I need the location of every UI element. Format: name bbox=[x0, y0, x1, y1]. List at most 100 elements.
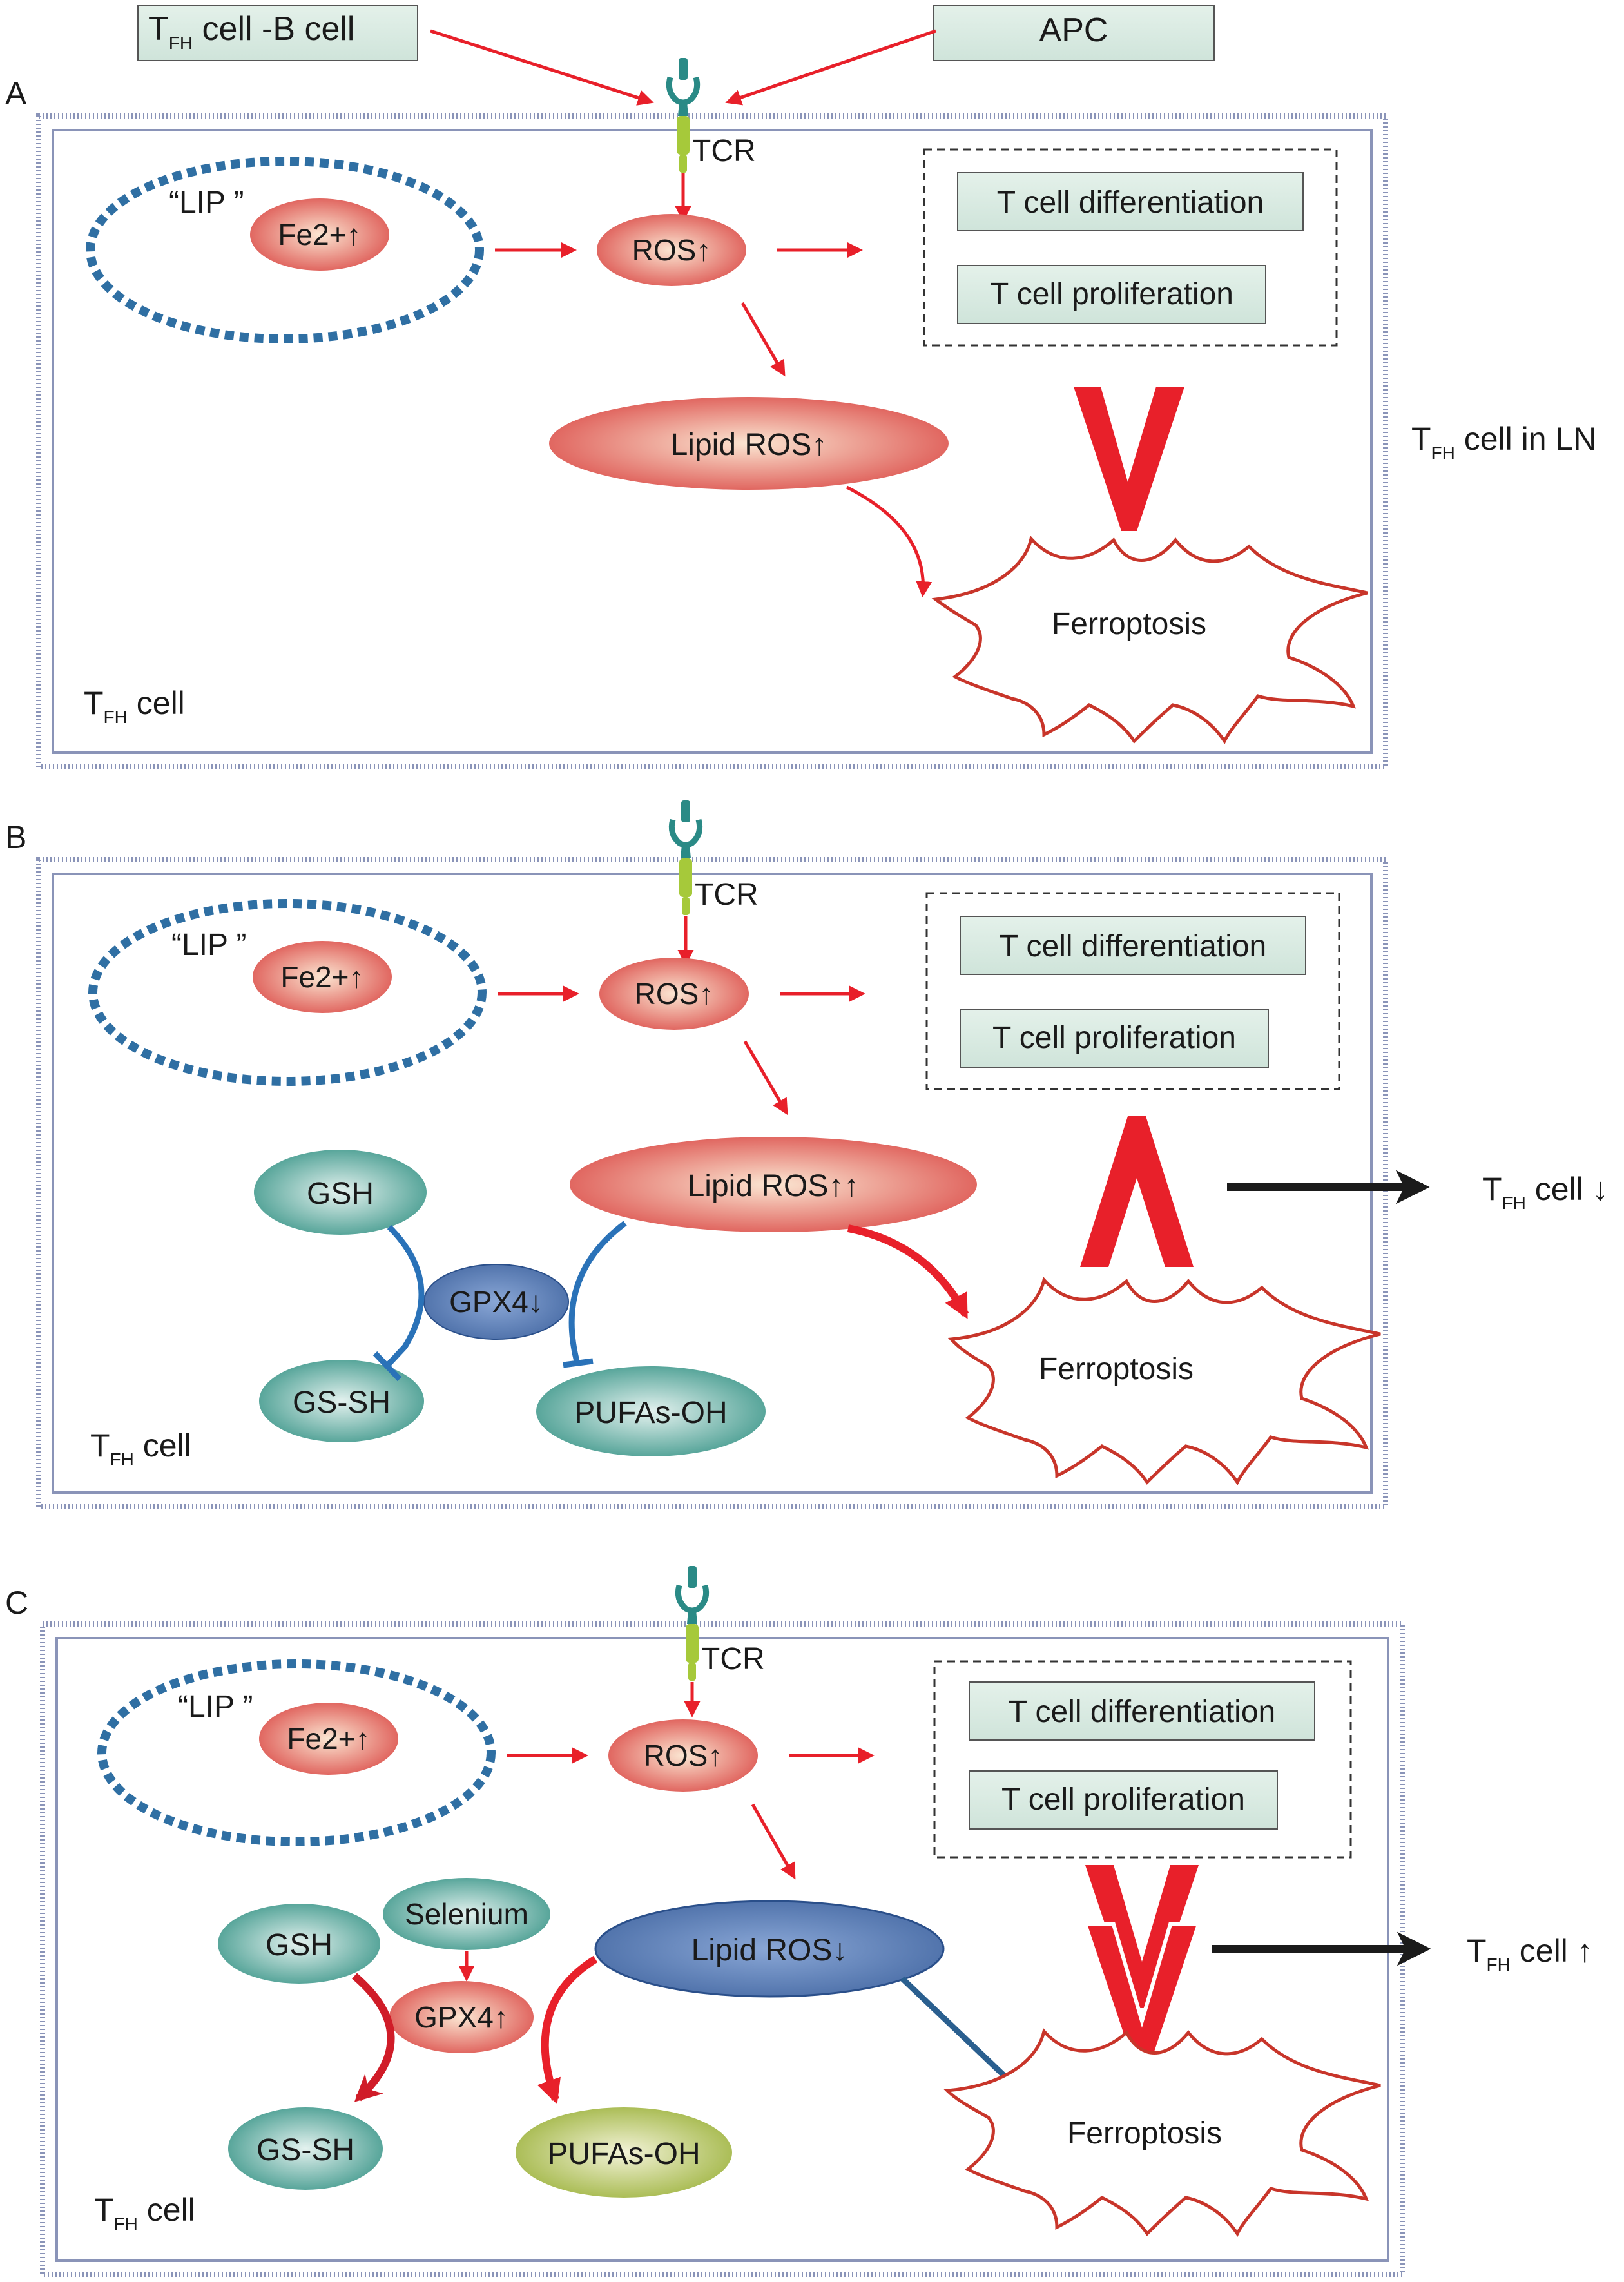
panel-b-ferroptosis-label: Ferroptosis bbox=[1039, 1352, 1194, 1386]
panel-c-letter: C bbox=[5, 1585, 28, 1621]
panel-a-lipid-ros-node bbox=[549, 397, 949, 490]
panel-a-arrow-lipid-ferro bbox=[846, 485, 933, 597]
panel-c-fe-label: Fe2+↑ bbox=[287, 1722, 370, 1755]
panel-a-fe-node bbox=[250, 198, 389, 271]
input-tfh-b-box bbox=[137, 5, 418, 61]
panel-a-tcr-label: TCR bbox=[692, 134, 756, 168]
panel-a-prolif-label: T cell proliferation bbox=[990, 277, 1233, 311]
panel-b-prolif-box bbox=[960, 1009, 1269, 1068]
panel-a-diff-label: T cell differentiation bbox=[997, 186, 1264, 220]
panel-b-cell-label: TFH cell bbox=[90, 1427, 191, 1469]
panel-c-inhibit-lipid-ferro bbox=[900, 1976, 1016, 2087]
panel-b-lipid-ros-node bbox=[570, 1137, 977, 1232]
panel-b-diff-box bbox=[960, 916, 1306, 975]
panel-c-pufa-node bbox=[516, 2107, 732, 2198]
panel-c-cell-label: TFH cell bbox=[94, 2192, 195, 2234]
panel-b-letter: B bbox=[5, 819, 26, 855]
panel-c: C TCR “LIP ” Fe2+↑ ROS↑ T cell different… bbox=[5, 1566, 1593, 2277]
panel-b-lipid-ros-label: Lipid ROS↑↑ bbox=[688, 1169, 860, 1203]
panel-b-gssh-node bbox=[259, 1360, 424, 1442]
panel-a-diff-box bbox=[957, 172, 1304, 231]
panel-a-membrane-outer bbox=[36, 113, 1388, 769]
panel-b-gssh-label: GS-SH bbox=[293, 1386, 391, 1420]
panel-b: B TCR “LIP ” Fe2+↑ ROS↑ T cell different… bbox=[5, 800, 1609, 1509]
panel-b-inhibit-bar-pufa bbox=[563, 1358, 594, 1368]
panel-a-arrow-ros-lipid bbox=[740, 302, 786, 377]
panel-a-fe-label: Fe2+↑ bbox=[278, 218, 361, 251]
panel-c-gpx4-node bbox=[389, 1981, 534, 2053]
panel-b-fe-node bbox=[253, 941, 392, 1013]
panel-a: A TCR “LIP ” Fe2+↑ ROS↑ T cell different… bbox=[5, 58, 1388, 769]
panel-a-lipid-ros-label: Lipid ROS↑ bbox=[671, 428, 827, 462]
panel-b-tcr-label: TCR bbox=[695, 878, 759, 912]
panel-b-lip-label: “LIP ” bbox=[171, 928, 246, 962]
panel-b-gsh-node bbox=[254, 1150, 427, 1235]
panel-c-gssh-node bbox=[228, 2107, 383, 2190]
panel-b-gpx4-label: GPX4↓ bbox=[449, 1285, 543, 1319]
panel-c-fe-node bbox=[259, 1703, 398, 1775]
panel-b-caret-arrow bbox=[1080, 1116, 1194, 1267]
panel-b-gsh-label: GSH bbox=[307, 1177, 374, 1211]
panel-b-inhibit-bar-gssh bbox=[372, 1351, 402, 1382]
panel-a-ferroptosis-burst bbox=[931, 535, 1368, 744]
panel-c-gpx4-label: GPX4↑ bbox=[414, 2000, 508, 2034]
panel-a-v-arrow bbox=[1074, 387, 1184, 531]
panel-c-diff-box bbox=[969, 1681, 1315, 1741]
tfh-cell-in-ln-label: TFH cell in LN bbox=[1411, 421, 1596, 463]
panel-b-pufa-label: PUFAs-OH bbox=[574, 1396, 727, 1430]
panel-a-cell-label: TFH cell bbox=[84, 685, 185, 727]
panel-b-arrow-ros-lipid bbox=[743, 1040, 788, 1116]
input-tfh-b-cell: TFH cell -B cell bbox=[137, 5, 418, 61]
panel-b-inhibit-lipid-pufa bbox=[568, 1221, 627, 1365]
panel-c-gssh-label: GS-SH bbox=[256, 2133, 354, 2167]
panel-b-inhibit-gsh-gssh bbox=[384, 1224, 425, 1369]
panel-c-pufa-label: PUFAs-OH bbox=[547, 2137, 700, 2171]
panel-c-lip-pool bbox=[97, 1659, 496, 1846]
panel-c-lipid-ros-node bbox=[594, 1900, 945, 1998]
panel-c-lip-label: “LIP ” bbox=[178, 1690, 253, 1724]
panel-c-lipid-ros-label: Lipid ROS↓ bbox=[691, 1933, 848, 1968]
panel-b-ferroptosis-burst bbox=[947, 1276, 1381, 1485]
input-apc-label: APC bbox=[1039, 12, 1108, 49]
panel-b-lip-pool bbox=[88, 899, 487, 1086]
panel-b-fe-label: Fe2+↑ bbox=[280, 960, 363, 994]
panel-c-arrow-lipid-pufa bbox=[537, 1955, 598, 2105]
panel-a-lip-pool bbox=[86, 157, 484, 343]
panel-b-arrow-lipid-ferro bbox=[847, 1224, 969, 1319]
arrow-apc-to-tcr bbox=[725, 29, 936, 106]
panel-b-prolif-label: T cell proliferation bbox=[992, 1021, 1236, 1055]
panel-a-letter: A bbox=[5, 75, 27, 111]
panel-c-ros-label: ROS↑ bbox=[644, 1739, 723, 1772]
panel-c-outputs-box bbox=[933, 1660, 1352, 1859]
panel-c-tcr-label: TCR bbox=[701, 1642, 765, 1676]
panel-c-selenium-node bbox=[383, 1878, 550, 1950]
input-apc: APC bbox=[933, 5, 1215, 61]
panel-c-ferroptosis-label: Ferroptosis bbox=[1067, 2116, 1222, 2151]
panel-b-ros-label: ROS↑ bbox=[635, 977, 714, 1010]
panel-b-ros-node bbox=[599, 958, 749, 1030]
panel-a-outputs-box bbox=[923, 148, 1338, 347]
panel-a-ros-label: ROS↑ bbox=[632, 233, 711, 267]
input-tfh-b-label: TFH cell -B cell bbox=[148, 10, 355, 53]
panel-c-arrow-ros-lipid bbox=[751, 1803, 796, 1880]
panel-c-gsh-label: GSH bbox=[266, 1928, 333, 1962]
panel-c-prolif-box bbox=[969, 1770, 1278, 1830]
panel-a-lip-label: “LIP ” bbox=[169, 186, 244, 220]
panel-a-ros-node bbox=[597, 214, 746, 286]
panel-c-diff-label: T cell differentiation bbox=[1009, 1695, 1275, 1729]
panel-c-arrow-gsh-gssh bbox=[352, 1973, 395, 2102]
panel-c-selenium-label: Selenium bbox=[405, 1897, 528, 1931]
panel-c-gsh-node bbox=[218, 1904, 380, 1984]
arrow-tfh-b-to-tcr bbox=[430, 29, 654, 106]
panel-a-prolif-box bbox=[957, 265, 1266, 324]
panel-c-outcome-label: TFH cell ↑ bbox=[1467, 1933, 1593, 1975]
panel-b-diff-label: T cell differentiation bbox=[1000, 929, 1266, 963]
panel-b-outputs-box bbox=[925, 892, 1340, 1090]
panel-c-prolif-label: T cell proliferation bbox=[1001, 1783, 1245, 1817]
panel-a-ferroptosis-label: Ferroptosis bbox=[1052, 607, 1206, 641]
input-apc-box bbox=[933, 5, 1215, 61]
panel-c-double-v-arrow bbox=[1085, 1865, 1199, 2008]
panel-a-membrane-inner bbox=[52, 129, 1373, 754]
panel-b-outcome-label: TFH cell ↓ bbox=[1482, 1171, 1609, 1213]
